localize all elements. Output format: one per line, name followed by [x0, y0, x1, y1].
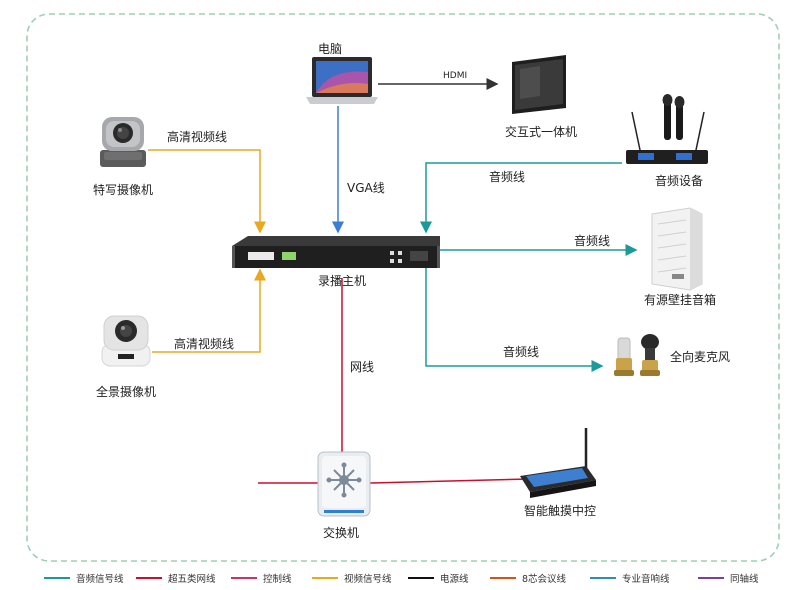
- hd-video-label-2: 高清视频线: [174, 337, 235, 351]
- omni-mic-label: 全向麦克风: [670, 350, 731, 364]
- vga-label: VGA线: [347, 181, 385, 195]
- network-line-right: [369, 478, 531, 484]
- diagram-frame: [26, 13, 780, 562]
- legend-item-power: 电源线: [408, 571, 469, 585]
- network-line-label: 网线: [350, 360, 375, 374]
- recorder-host-icon: [232, 236, 440, 268]
- legend-item-cat5e: 超五类网线: [136, 571, 216, 585]
- computer-label: 电脑: [318, 42, 343, 56]
- audio-line-in: [420, 162, 622, 234]
- switch-icon: [317, 451, 371, 517]
- wall-speaker-label: 有源壁挂音箱: [644, 293, 717, 307]
- legend-swatch: [590, 577, 616, 579]
- video-line-closeup: [148, 149, 266, 234]
- legend-text: 同轴线: [730, 574, 759, 585]
- closeup-camera-icon: [100, 117, 146, 167]
- audio-line-label-3: 音频线: [503, 345, 540, 359]
- legend-swatch: [408, 577, 434, 579]
- legend-text: 视频信号线: [344, 574, 392, 585]
- recorder-label: 录播主机: [318, 274, 367, 288]
- panoramic-camera-label: 全景摄像机: [96, 385, 157, 399]
- legend-text: 控制线: [263, 574, 292, 585]
- hd-video-label-1: 高清视频线: [167, 130, 228, 144]
- legend-swatch: [490, 577, 516, 579]
- legend-item-control: 控制线: [231, 571, 292, 585]
- closeup-camera-label: 特写摄像机: [93, 183, 154, 197]
- audio-line-mic: [425, 268, 604, 372]
- video-line-panoramic: [152, 268, 266, 353]
- audio-equipment-label: 音频设备: [655, 174, 704, 188]
- legend-item-video-signal: 视频信号线: [312, 571, 392, 585]
- legend-text: 音频信号线: [76, 574, 124, 585]
- audio-line-label-2: 音频线: [574, 234, 611, 248]
- touch-controller-icon: [520, 428, 596, 498]
- legend-swatch: [136, 577, 162, 579]
- omni-microphone-icon: [614, 334, 660, 376]
- wall-speaker-icon: [651, 207, 703, 291]
- legend-text: 超五类网线: [168, 574, 216, 585]
- legend-item-audio-signal: 音频信号线: [44, 571, 124, 585]
- legend-text: 电源线: [440, 574, 469, 585]
- legend-swatch: [231, 577, 257, 579]
- interactive-display-icon: [512, 55, 566, 114]
- panoramic-camera-icon: [101, 315, 151, 367]
- switch-label: 交换机: [323, 526, 360, 540]
- legend-swatch: [44, 577, 70, 579]
- legend: 音频信号线 超五类网线 控制线 视频信号线 电源线 8芯会议线 专业音响线 同: [0, 567, 800, 589]
- legend-item-pro-audio: 专业音响线: [590, 571, 670, 585]
- interactive-display-label: 交互式一体机: [505, 125, 578, 139]
- legend-text: 专业音响线: [622, 574, 670, 585]
- hdmi-label: HDMI: [443, 71, 468, 81]
- audio-line-label-1: 音频线: [489, 170, 526, 184]
- legend-swatch: [312, 577, 338, 579]
- legend-text: 8芯会议线: [522, 574, 567, 585]
- audio-equipment-icon: [626, 94, 708, 164]
- touch-control-label: 智能触摸中控: [524, 504, 597, 518]
- legend-item-coax: 同轴线: [698, 571, 759, 585]
- legend-item-8core: 8芯会议线: [490, 571, 566, 585]
- legend-swatch: [698, 577, 724, 579]
- laptop-icon: [306, 57, 378, 104]
